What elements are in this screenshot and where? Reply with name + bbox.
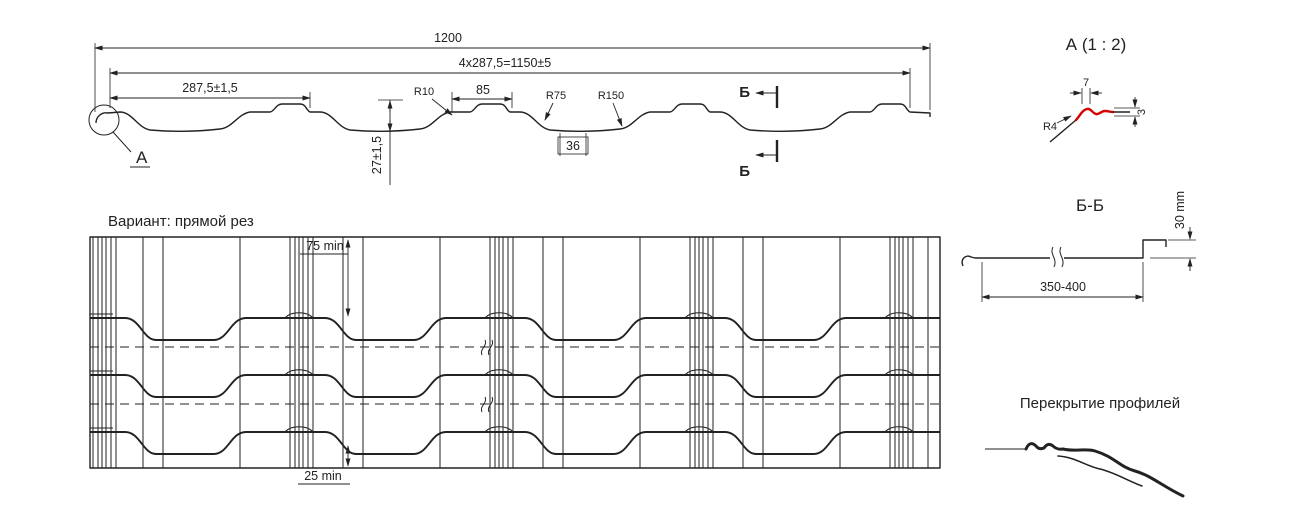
overlap-title: Перекрытие профилей — [1020, 395, 1180, 412]
dimension-27: 27±1,5 — [370, 99, 403, 185]
tile-profile-outline — [95, 103, 931, 132]
dimension-25min: 25 min — [298, 445, 351, 485]
tile-step-band-1 — [89, 311, 941, 341]
section-bb-title: Б-Б — [1076, 196, 1104, 215]
dim-85-label: 85 — [476, 83, 490, 97]
dim-27-label: 27±1,5 — [370, 136, 384, 174]
radius-r10: R10 — [414, 86, 453, 116]
sheet-outline — [89, 236, 941, 469]
section-bottom-label: Б — [739, 163, 750, 180]
detail-a-highlight-curve — [1074, 107, 1115, 122]
detail-a-mark-label: А — [136, 148, 148, 167]
r10-label: R10 — [414, 86, 434, 98]
dimension-1200: 1200 — [94, 31, 931, 112]
dimension-1150: 4x287,5=1150±5 — [109, 56, 911, 108]
profile-cross-section-view: А 1200 4x287,5=1150±5 287,5±1,5 R10 — [88, 31, 931, 185]
section-bb-profile — [961, 239, 1167, 267]
overlap-view: Перекрытие профилей — [985, 395, 1185, 498]
detail-a-circle — [88, 104, 120, 136]
overlap-top-sheet — [1024, 442, 1185, 498]
dimension-287: 287,5±1,5 — [109, 81, 311, 108]
section-top-label: Б — [739, 84, 750, 101]
dimension-3: 3 — [1114, 97, 1148, 127]
r4-label: R4 — [1043, 121, 1057, 133]
dimension-75min: 75 min — [300, 239, 351, 317]
radius-r150: R150 — [598, 90, 624, 127]
detail-a-leader — [112, 131, 132, 153]
plan-view: Вариант: прямой рез — [89, 213, 941, 485]
section-bb-break — [1051, 246, 1064, 268]
dimension-7: 7 — [1070, 77, 1102, 104]
r150-label: R150 — [598, 90, 624, 102]
dimension-30mm: 30 mm — [1150, 191, 1196, 271]
dim-1150-label: 4x287,5=1150±5 — [459, 56, 552, 70]
dim-75min-label: 75 min — [306, 239, 344, 253]
dim-287-label: 287,5±1,5 — [182, 81, 238, 95]
dimension-350-400: 350-400 — [981, 262, 1144, 302]
detail-a-title: А (1 : 2) — [1066, 35, 1126, 54]
tile-step-band-3 — [89, 425, 941, 455]
radius-r4: R4 — [1043, 115, 1072, 133]
vertical-ruling-lines — [92, 236, 929, 469]
break-symbol-1 — [480, 339, 494, 356]
r75-label: R75 — [546, 90, 566, 102]
dim-3-label: 3 — [1136, 109, 1148, 115]
detail-a-edge-left — [1049, 119, 1077, 143]
dimension-85: 85 — [451, 83, 513, 112]
overlap-bottom-sheet — [1057, 455, 1143, 487]
plan-view-title: Вариант: прямой рез — [108, 213, 254, 230]
detail-a-view: А (1 : 2) 7 3 R4 — [1043, 35, 1148, 143]
dim-1200-label: 1200 — [434, 31, 462, 45]
dim-350-400-label: 350-400 — [1040, 280, 1086, 294]
section-mark-bottom: Б — [739, 140, 779, 180]
dim-36-label: 36 — [566, 139, 580, 153]
radius-r75: R75 — [544, 90, 566, 121]
dim-25min-label: 25 min — [304, 469, 342, 483]
break-symbol-2 — [480, 396, 494, 413]
dim-7-label: 7 — [1083, 77, 1089, 89]
tile-step-band-2 — [89, 368, 941, 398]
dim-30mm-label: 30 mm — [1173, 191, 1187, 229]
dimension-36: 36 — [557, 133, 589, 156]
section-mark-top: Б — [739, 84, 779, 108]
section-bb-view: Б-Б 350-400 30 mm — [961, 191, 1196, 302]
